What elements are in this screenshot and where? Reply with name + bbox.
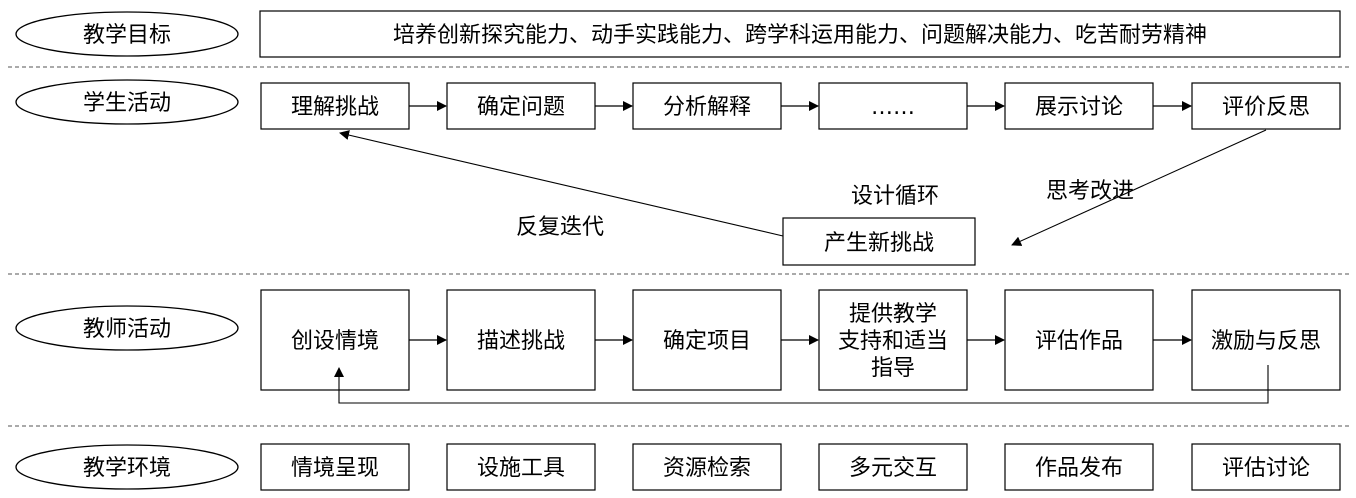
student-step-box-3: 分析解释	[632, 82, 782, 130]
section-goal: 教学目标	[15, 11, 239, 57]
teacher-step-box-4: 提供教学支持和适当指导	[818, 289, 968, 391]
section-environment: 教学环境	[15, 444, 239, 490]
environment-item-box-6: 评估讨论	[1191, 443, 1341, 491]
section-environment-label: 教学环境	[83, 456, 171, 481]
environment-item-box-1: 情境呈现	[260, 443, 410, 491]
section-student-label: 学生活动	[83, 91, 171, 116]
student-step-box-4: ……	[818, 82, 968, 130]
section-teacher: 教师活动	[15, 305, 239, 351]
section-teacher-label: 教师活动	[83, 317, 171, 342]
section-goal-label: 教学目标	[83, 23, 171, 48]
teacher-step-text-5: 评估作品	[1035, 329, 1123, 354]
student-step-text-6: 评价反思	[1222, 95, 1310, 120]
new-challenge-text: 产生新挑战	[824, 231, 934, 256]
student-step-box-6: 评价反思	[1191, 82, 1341, 130]
teacher-feedback-arrow	[334, 365, 1269, 404]
goal-box: 培养创新探究能力、动手实践能力、跨学科运用能力、问题解决能力、吃苦耐劳精神	[259, 10, 1341, 58]
student-step-text-5: 展示讨论	[1035, 95, 1123, 120]
think-improve-arrow	[1011, 129, 1267, 246]
teacher-step-text-1: 创设情境	[291, 329, 379, 354]
teacher-step-box-5: 评估作品	[1004, 289, 1154, 391]
think-improve-label: 思考改进	[1046, 179, 1134, 204]
student-step-box-2: 确定问题	[446, 82, 596, 130]
environment-item-box-3: 资源检索	[632, 443, 782, 491]
design-cycle-label: 设计循环	[851, 184, 939, 209]
teacher-step-box-6: 激励与反思	[1191, 289, 1341, 391]
environment-item-text-6: 评估讨论	[1222, 456, 1310, 481]
student-step-text-1: 理解挑战	[291, 95, 379, 120]
student-step-text-4: ……	[871, 95, 915, 120]
goal-text: 培养创新探究能力、动手实践能力、跨学科运用能力、问题解决能力、吃苦耐劳精神	[393, 23, 1207, 48]
environment-items-row: 情境呈现 设施工具 资源检索 多元交互 作品发布 评估讨论	[260, 443, 1341, 491]
student-step-text-2: 确定问题	[477, 95, 565, 120]
student-step-text-3: 分析解释	[663, 95, 751, 120]
environment-item-text-2: 设施工具	[477, 456, 565, 481]
environment-item-text-3: 资源检索	[663, 456, 751, 481]
student-step-box-5: 展示讨论	[1004, 82, 1154, 130]
teacher-step-box-3: 确定项目	[632, 289, 782, 391]
teacher-step-text-6: 激励与反思	[1211, 329, 1321, 354]
teacher-step-text-4: 提供教学支持和适当指导	[838, 302, 948, 381]
environment-item-text-1: 情境呈现	[291, 456, 379, 481]
teacher-step-text-3: 确定项目	[663, 329, 751, 354]
teacher-step-box-2: 描述挑战	[446, 289, 596, 391]
environment-item-text-5: 作品发布	[1035, 456, 1123, 481]
teacher-step-box-1: 创设情境	[260, 289, 410, 391]
student-step-box-1: 理解挑战	[260, 82, 410, 130]
teacher-steps-row: 创设情境 描述挑战 确定项目 提供教学支持和适当指导 评估作品 激励与反思	[260, 289, 1341, 391]
environment-item-box-2: 设施工具	[446, 443, 596, 491]
section-student: 学生活动	[15, 79, 239, 125]
iterate-arrow	[339, 130, 784, 237]
environment-item-box-5: 作品发布	[1004, 443, 1154, 491]
environment-item-text-4: 多元交互	[849, 456, 937, 481]
teacher-step-text-2: 描述挑战	[477, 329, 565, 354]
iterate-label: 反复迭代	[516, 215, 604, 240]
environment-item-box-4: 多元交互	[818, 443, 968, 491]
new-challenge-box: 产生新挑战	[782, 217, 976, 266]
student-steps-row: 理解挑战 确定问题 分析解释 …… 展示讨论 评价反思	[260, 82, 1341, 130]
